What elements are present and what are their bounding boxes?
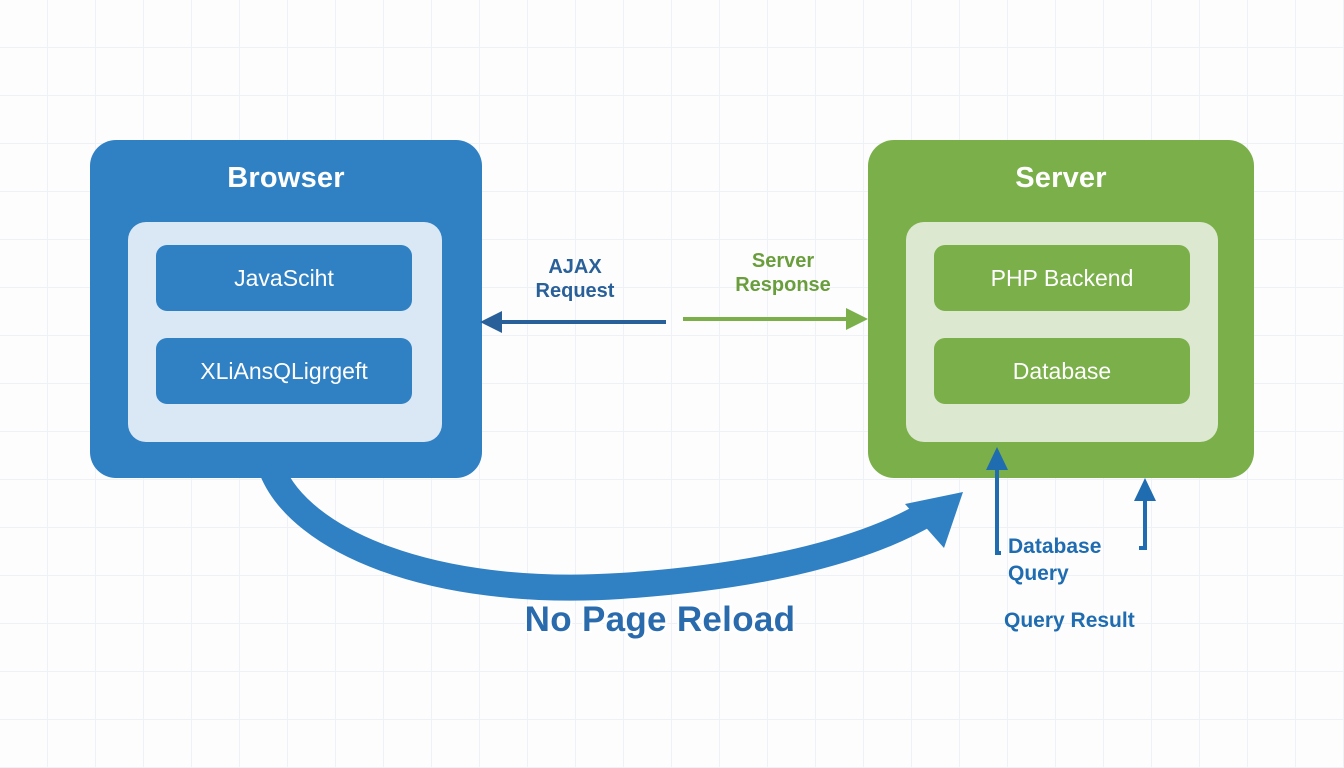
- server-node[interactable]: Server PHP Backend Database: [868, 140, 1254, 478]
- server-inner-panel: PHP Backend Database: [906, 222, 1218, 442]
- database-query-arrow: [986, 447, 1008, 555]
- browser-component-xhr-label: XLiAnsQLigrgeft: [200, 357, 368, 384]
- query-result-arrow: [1134, 478, 1156, 550]
- no-page-reload-label-wrap: No Page Reload: [260, 600, 1060, 640]
- server-component-database-label: Database: [1012, 357, 1112, 384]
- ajax-request-label: AJAX Request: [535, 256, 615, 302]
- database-query-label: Database Query: [1008, 535, 1102, 586]
- server-response-arrow: [683, 308, 868, 330]
- query-result-label: Query Result: [1004, 609, 1135, 632]
- browser-component-javascript[interactable]: JavaSciht: [156, 245, 412, 311]
- no-page-reload-label: No Page Reload: [524, 600, 796, 639]
- server-node-title: Server: [1015, 162, 1107, 194]
- browser-node-title: Browser: [227, 162, 345, 194]
- server-component-php-backend[interactable]: PHP Backend: [934, 245, 1190, 311]
- browser-node[interactable]: Browser JavaSciht XLiAnsQLigrgeft: [90, 140, 482, 478]
- server-component-php-backend-label: PHP Backend: [990, 264, 1134, 291]
- browser-inner-panel: JavaSciht XLiAnsQLigrgeft: [128, 222, 442, 442]
- server-response-label: Server Response: [735, 250, 831, 296]
- server-component-database[interactable]: Database: [934, 338, 1190, 404]
- ajax-request-arrow: [480, 311, 666, 333]
- browser-component-javascript-label: JavaSciht: [234, 264, 334, 291]
- no-page-reload-arrow: [259, 464, 963, 601]
- browser-component-xhr[interactable]: XLiAnsQLigrgeft: [156, 338, 412, 404]
